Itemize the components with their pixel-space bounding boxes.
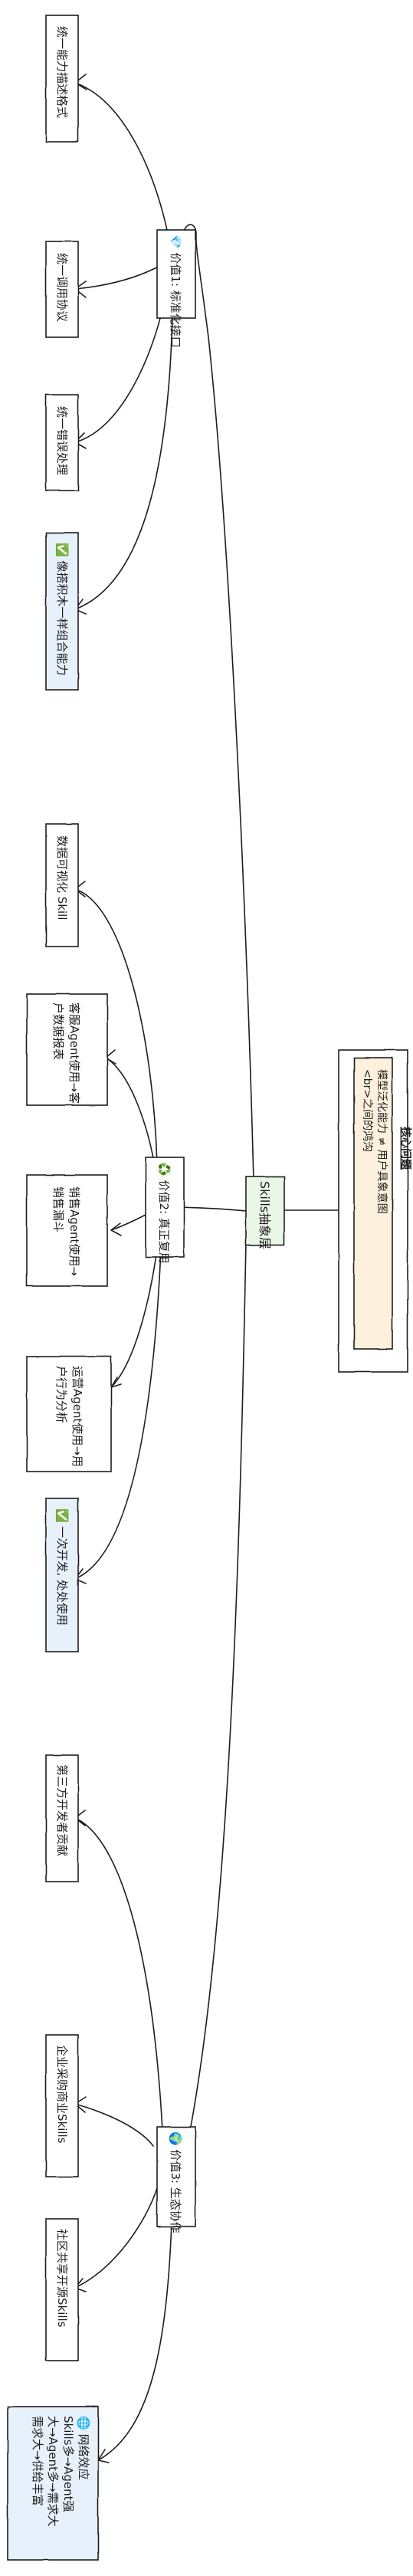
edge-center-value2 — [177, 1206, 247, 1212]
value1-result-node[interactable]: ✅ 像搭积木一样组合能力 — [45, 532, 79, 691]
core-question-text-line1: 模型泛化能力 ≠ 用户具象意图 — [375, 1069, 388, 1214]
value1-node-box — [156, 229, 196, 319]
edge-value3-child3 — [74, 2187, 158, 2289]
value3-child1-node[interactable]: 第三方开发者贡献 — [45, 1754, 79, 1882]
value3-child1-label: 第三方开发者贡献 — [55, 1764, 69, 1856]
value3-result-line1: 🌐 网络效应 — [77, 2416, 90, 2479]
edge-value1-child3 — [74, 302, 165, 443]
edge-center-value1 — [172, 224, 254, 1181]
value1-result-box — [45, 532, 79, 691]
core-question-group: 核心问题 模型泛化能力 ≠ 用户具象意图 <br>之间的鸿沟 — [338, 1049, 412, 1373]
value1-child1-node[interactable]: 统一能力描述格式 — [45, 15, 79, 143]
value3-child1-box — [45, 1754, 79, 1882]
value2-result-box — [45, 1498, 79, 1652]
value1-child2-node[interactable]: 统一调用协议 — [45, 241, 79, 338]
value1-child3-box — [45, 394, 79, 491]
edge-value3-child2 — [74, 2103, 154, 2147]
edge-value3-result — [97, 2199, 173, 2461]
value2-child1-box — [45, 823, 79, 947]
value2-child4-box — [26, 1356, 112, 1472]
center-node-box — [245, 1176, 285, 1246]
value1-child2-box — [45, 241, 79, 338]
value1-child1-box — [45, 15, 79, 143]
value3-child2-label: 企业采购商业Skills — [55, 2045, 69, 2144]
value2-node[interactable]: ♻️ 价值2: 真正复用 — [145, 1157, 185, 1264]
value1-node-label: 💎 价值1: 标准化接口 — [169, 235, 182, 348]
value1-child1-label: 统一能力描述格式 — [55, 26, 69, 118]
center-node-label: Skills抽象层 — [257, 1181, 272, 1249]
value2-node-label: ♻️ 价值2: 真正复用 — [157, 1162, 171, 1264]
value2-child2-line1: 客服Agent使用→客 — [67, 1003, 81, 1104]
core-question-text-line2: <br>之间的鸿沟 — [361, 1069, 374, 1152]
value2-child3-line2: 销售漏斗 — [51, 1186, 65, 1232]
value2-child3-line1: 销售Agent使用→ — [67, 1186, 81, 1276]
edge-value2-child1 — [74, 888, 158, 1166]
edge-value1-child2 — [74, 264, 163, 290]
value1-child2-label: 统一调用协议 — [55, 253, 69, 322]
core-question-box — [353, 1057, 393, 1350]
value2-child3-box — [26, 1174, 108, 1287]
value3-result-node[interactable]: 🌐 网络效应 Skills多→Agent强 大→Agent多→需求大 需求大→供… — [7, 2406, 99, 2561]
value1-child3-label: 统一错误处理 — [55, 406, 69, 475]
edge-value2-child3 — [110, 1214, 146, 1231]
value2-result-node[interactable]: ✅ 一次开发, 处处使用 — [45, 1498, 79, 1652]
value3-node-box — [156, 2126, 196, 2227]
value2-child2-line2: 户数据报表 — [51, 1003, 65, 1060]
center-node[interactable]: Skills抽象层 — [245, 1176, 285, 1249]
value1-child3-node[interactable]: 统一错误处理 — [45, 394, 79, 491]
value2-child4-line1: 运营Agent使用→用 — [70, 1366, 84, 1467]
value2-child1-node[interactable]: 数据可视化 Skill — [45, 823, 79, 947]
value3-node[interactable]: 🌍 价值3: 生态协作 — [156, 2126, 196, 2233]
edge-value2-result — [74, 1249, 162, 1580]
value3-result-line4: 需求大→供给丰富 — [31, 2416, 44, 2506]
edge-value1-result — [74, 315, 173, 610]
core-question-title: 核心问题 — [399, 1127, 412, 1170]
value2-child2-box — [26, 993, 108, 1106]
value3-child2-node[interactable]: 企业采购商业Skills — [45, 2034, 79, 2177]
arrowhead — [97, 2449, 110, 2463]
connectors — [74, 74, 339, 2463]
edge-value1-child1 — [74, 82, 168, 231]
value1-node[interactable]: 💎 价值1: 标准化接口 — [156, 229, 196, 348]
arrowhead — [110, 1222, 122, 1236]
value3-child3-label: 社区共享开源Skills — [55, 2229, 69, 2328]
edge-center-value3 — [183, 1241, 247, 2162]
value2-child3-node[interactable]: 销售Agent使用→ 销售漏斗 — [26, 1174, 108, 1287]
value3-child3-box — [45, 2218, 79, 2361]
value3-node-label: 🌍 价值3: 生态协作 — [169, 2131, 182, 2233]
value2-child2-node[interactable]: 客服Agent使用→客 户数据报表 — [26, 993, 108, 1106]
value1-result-label: ✅ 像搭积木一样组合能力 — [55, 543, 69, 675]
edge-value2-child4 — [110, 1249, 158, 1388]
value2-result-label: ✅ 一次开发, 处处使用 — [55, 1508, 69, 1626]
value2-node-box — [145, 1157, 185, 1258]
value3-result-box — [7, 2406, 99, 2561]
value3-child3-node[interactable]: 社区共享开源Skills — [45, 2218, 79, 2361]
value2-child1-label: 数据可视化 Skill — [55, 835, 69, 920]
value3-result-line3: 大→Agent多→需求大 — [46, 2416, 60, 2527]
value3-child2-box — [45, 2034, 79, 2177]
value3-result-line2: Skills多→Agent强 — [61, 2416, 75, 2512]
edge-value3-child1 — [74, 1817, 163, 2131]
value2-child4-line2: 户行为分析 — [54, 1366, 68, 1423]
value2-child4-node[interactable]: 运营Agent使用→用 户行为分析 — [26, 1356, 112, 1472]
